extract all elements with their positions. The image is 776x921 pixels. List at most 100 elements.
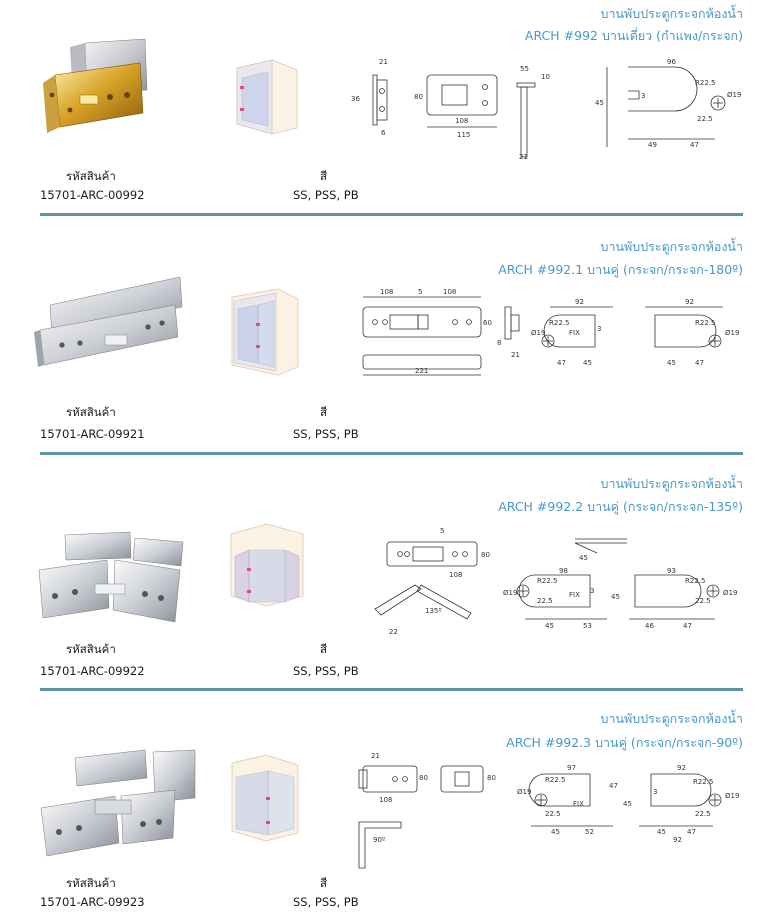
dim-label: 92	[677, 764, 686, 772]
color-label: สี	[320, 169, 328, 183]
dim-label: R22.5	[685, 577, 705, 585]
dim-label: 47	[683, 622, 692, 630]
shower-diagram	[230, 523, 304, 607]
dim-label: FIX	[573, 800, 584, 808]
section-divider	[40, 213, 743, 216]
dim-label: FIX	[569, 329, 580, 337]
dim-label: 60	[483, 319, 492, 327]
dim-label: 46	[645, 622, 654, 630]
product-code-label: รหัสสินค้า	[66, 876, 116, 890]
color-label: สี	[320, 405, 328, 419]
dim-label: 80	[487, 774, 496, 782]
product-title: ARCH #992.1 บานคู่ (กระจก/กระจก-180º)	[498, 262, 743, 277]
product-992-3: บานพับประตูกระจกห้องน้ำ ARCH #992.3 บานค…	[0, 700, 776, 915]
dim-label: 45	[583, 359, 592, 367]
product-title: ARCH #992.2 บานคู่ (กระจก/กระจก-135º)	[498, 499, 743, 514]
dim-label: 221	[415, 367, 428, 375]
technical-drawing: 108 108 5 60 221 8 21 92 R22.5 Ø19 FIX 3…	[362, 288, 739, 376]
dim-label: 108	[379, 796, 392, 804]
dim-label: 93	[667, 567, 676, 575]
dim-label: 108	[455, 117, 468, 125]
dim-label: 21	[511, 351, 520, 359]
section-divider	[40, 452, 743, 455]
dim-label: 80	[414, 93, 423, 101]
dim-label: 3	[641, 92, 645, 100]
dim-label: Ø19	[531, 329, 545, 337]
dim-label: 45	[657, 828, 666, 836]
dim-label: 90º	[373, 836, 385, 844]
dim-label: 47	[609, 782, 618, 790]
dim-label: 80	[481, 551, 490, 559]
dim-label: 22.5	[537, 597, 553, 605]
dim-label: 96	[667, 58, 676, 66]
dim-label: 45	[551, 828, 560, 836]
product-colors: SS, PSS, PB	[293, 427, 359, 441]
dim-label: 47	[695, 359, 704, 367]
dim-label: 6	[381, 129, 386, 137]
dim-label: 115	[457, 131, 470, 139]
product-photo	[40, 749, 196, 857]
dim-label: 92	[685, 298, 694, 306]
dim-label: 5	[440, 527, 444, 535]
dim-label: 21	[379, 58, 388, 66]
section-divider	[40, 688, 743, 691]
dim-label: R22.5	[693, 778, 713, 786]
dim-label: 97	[567, 764, 576, 772]
dim-label: 92	[673, 836, 682, 844]
dim-label: 22.5	[695, 597, 711, 605]
dim-label: Ø19	[727, 91, 741, 99]
dim-label: FIX	[569, 591, 580, 599]
dim-label: 8	[497, 339, 501, 347]
dim-label: 45	[595, 99, 604, 107]
dim-label: 52	[585, 828, 594, 836]
product-title: ARCH #992.3 บานคู่ (กระจก/กระจก-90º)	[506, 735, 743, 750]
shower-diagram	[231, 754, 299, 842]
dim-label: 3	[653, 788, 657, 796]
dim-label: 3	[597, 325, 601, 333]
dim-label: 22.5	[545, 810, 561, 818]
dim-label: Ø19	[725, 329, 739, 337]
product-category: บานพับประตูกระจกห้องน้ำ	[600, 6, 743, 21]
dim-label: 22.5	[697, 115, 713, 123]
product-colors: SS, PSS, PB	[293, 188, 359, 202]
dim-label: 47	[690, 141, 699, 149]
technical-drawing: 21 36 6 80 108 115 55 10 21 96 R22.5 Ø19…	[351, 58, 741, 161]
color-label: สี	[320, 642, 328, 656]
dim-label: Ø19	[517, 788, 531, 796]
dim-label: R22.5	[545, 776, 565, 784]
product-code-label: รหัสสินค้า	[66, 642, 116, 656]
dim-label: 47	[687, 828, 696, 836]
dim-label: 22	[389, 628, 398, 636]
product-code-label: รหัสสินค้า	[66, 405, 116, 419]
dim-label: 53	[583, 622, 592, 630]
product-code: 15701-ARC-00992	[40, 188, 145, 202]
dim-label: R22.5	[537, 577, 557, 585]
dim-label: 45	[623, 800, 632, 808]
dim-label: 10	[541, 73, 550, 81]
dim-label: Ø19	[725, 792, 739, 800]
technical-drawing: 5 80 108 135º 22 45 98 R22.5 Ø19 FIX 3 4…	[374, 527, 737, 636]
dim-label: 108	[380, 288, 393, 296]
product-photo	[38, 531, 184, 623]
dim-label: 47	[557, 359, 566, 367]
dim-label: Ø19	[503, 589, 517, 597]
dim-label: 45	[611, 593, 620, 601]
product-title: ARCH #992 บานเดี่ยว (กำแพง/กระจก)	[524, 28, 743, 43]
product-code: 15701-ARC-09921	[40, 427, 145, 441]
product-992-1: บานพับประตูกระจกห้องน้ำ ARCH #992.1 บานค…	[0, 230, 776, 450]
shower-diagram	[236, 59, 298, 135]
dim-label: 45	[545, 622, 554, 630]
dim-label: 45	[667, 359, 676, 367]
dim-label: 45	[579, 554, 588, 562]
dim-label: 49	[648, 141, 657, 149]
dim-label: 22.5	[695, 810, 711, 818]
dim-label: 36	[351, 95, 360, 103]
product-category: บานพับประตูกระจกห้องน้ำ	[600, 476, 743, 491]
dim-label: R22.5	[695, 319, 715, 327]
dim-label: 21	[519, 153, 528, 161]
product-category: บานพับประตูกระจกห้องน้ำ	[600, 711, 743, 726]
dim-label: 5	[418, 288, 422, 296]
dim-label: R22.5	[695, 79, 715, 87]
product-colors: SS, PSS, PB	[293, 895, 359, 909]
product-category: บานพับประตูกระจกห้องน้ำ	[600, 239, 743, 254]
